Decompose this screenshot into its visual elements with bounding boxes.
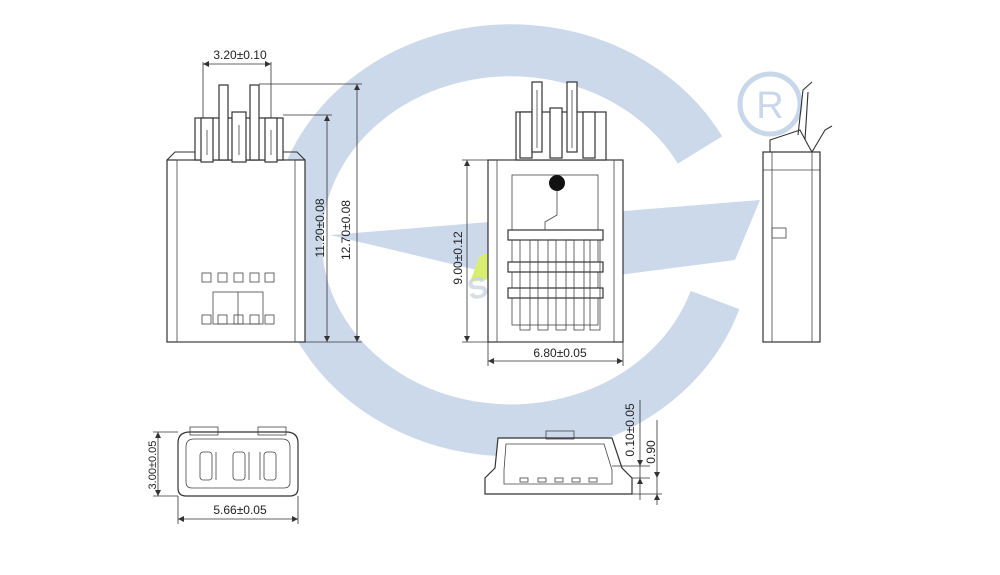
side-view-right [762,81,833,343]
dim-total-height-label: 12.70±0.08 [339,200,353,260]
dim-plug-width-label: 5.66±0.05 [213,503,267,517]
dim-body-width-label: 6.80±0.05 [533,346,587,360]
dim-lip-label: 0.90 [644,440,658,464]
section-view-center: 9.00±0.12 6.80±0.05 [451,81,624,366]
dim-body-length-label: 9.00±0.12 [451,231,465,285]
plug-face-view: 3.00±0.05 5.66±0.05 [147,426,299,524]
dim-plug-height-label: 3.00±0.05 [147,441,159,490]
dim-tolerance-label: 0.10±0.05 [623,403,637,457]
registered-mark: R [737,71,803,137]
dim-inner-height-label: 11.20±0.08 [313,198,327,257]
front-view: 0.10±0.05 0.90 [484,400,662,505]
registered-letter: R [756,85,783,127]
top-view-left: 3.20±0.10 11.20±0.08 12.70±0.08 [166,48,362,343]
dim-pitch-label: 3.20±0.10 [213,48,267,62]
